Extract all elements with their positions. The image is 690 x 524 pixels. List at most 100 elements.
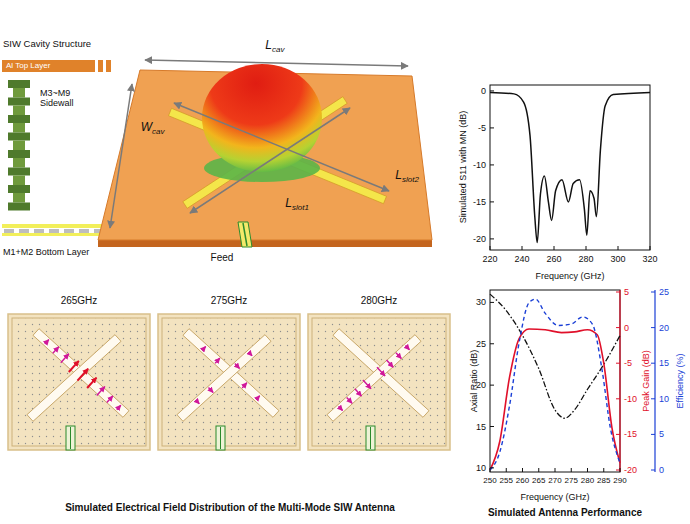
field-arrow [77,369,88,381]
tick-label: 20 [659,322,669,332]
tick-mark [651,434,655,435]
tick-label: 15 [659,358,669,368]
s11-chart [490,85,650,250]
field-arrow [87,378,96,388]
figure-caption: Simulated Electrical Field Distribution … [65,502,395,514]
tick-mark [616,470,620,471]
dimension-arrow [190,108,350,213]
tick-label: 30 [476,297,486,307]
field-panel: 280GHz [308,294,450,450]
dimension-subscript: slot1 [292,203,309,212]
tick-label: -10 [473,160,486,170]
tick-label: 0 [659,465,664,475]
slot [27,335,121,422]
field-arrow [53,347,59,354]
layer-stack [2,60,111,236]
feed-line [370,427,371,449]
field-panel: 265GHz [8,294,150,450]
tick-mark [586,246,587,250]
via-grid [162,318,296,446]
tick-label: 25 [659,287,669,297]
dimension-label: L [265,39,272,53]
tick-mark [651,363,655,364]
tick-label: -10 [624,394,637,404]
tick-mark [650,246,651,250]
dimension-subscript: slot2 [402,175,419,184]
tick-mark [651,292,655,293]
board-edge [98,240,432,247]
m1-layer [2,233,110,236]
tick-mark [616,434,620,435]
gain-axis [619,290,620,472]
field-arrow [377,367,385,376]
field-arrow [69,361,79,372]
tick-label: 260 [516,476,529,485]
tick-mark [506,468,507,472]
layer-label: M3~M9 Sidewall [40,88,95,109]
field-arrow [242,383,247,388]
sidewall-via [13,193,25,203]
sidewall-pad [8,150,30,158]
tick-label: -5 [624,358,632,368]
tick-mark [616,292,620,293]
sidewall-via [13,141,25,151]
tick-label: -20 [473,234,486,244]
feed-line [220,427,221,449]
slot [177,335,271,422]
plot-frame [490,290,620,472]
tick-mark [651,398,655,399]
field-arrow [235,363,240,368]
feed-line [66,426,75,450]
m1-segment [64,229,74,233]
axis-title: Efficiency (%) [675,354,685,409]
tick-mark [490,467,494,468]
s11-curve [490,92,650,242]
tick-label: 290 [613,476,626,485]
tick-label: 255 [500,476,513,485]
tick-label: 25 [476,339,486,349]
field-arrow [107,396,113,403]
sidewall-pad [8,185,30,193]
tick-mark [522,246,523,250]
tick-label: 275 [565,476,578,485]
panel-ground [158,314,300,450]
tick-mark [571,468,572,472]
sidewall-via [13,106,25,116]
dimension-arrow [174,103,389,191]
field-arrow [208,387,213,392]
sidewall-via [13,88,25,98]
panel-ground [308,314,450,450]
tick-label: -20 [624,465,637,475]
tick-label: 10 [476,463,486,473]
tick-label: -15 [473,197,486,207]
tick-label: 5 [659,429,664,439]
dimension-label: W [141,121,152,135]
field-panel [158,314,300,450]
field-arrow [256,396,259,400]
field-panel [8,314,150,450]
tick-label: -15 [624,429,637,439]
tick-mark [490,201,494,202]
field-arrow [396,353,401,359]
dimension-arrow [110,84,132,228]
tick-label: 280 [578,254,593,264]
panel-ground [8,314,150,450]
axis-title: Frequency (GHz) [535,271,604,281]
sidewall-via [13,158,25,168]
tick-mark [490,90,494,91]
tick-mark [522,468,523,472]
tick-mark [618,246,619,250]
field-arrow [347,397,352,403]
tick-mark [616,398,620,399]
tick-mark [490,468,491,472]
efficiency-curve [490,299,620,470]
feed-line [70,427,71,449]
frequency-heading: 265GHz [8,294,150,308]
tick-mark [651,327,655,328]
m1-segment [19,229,29,233]
feed-line [243,223,247,246]
sidewall-via [13,176,25,186]
frequency-heading: 280GHz [308,294,450,308]
tick-mark [587,468,588,472]
field-arrow [61,354,69,363]
